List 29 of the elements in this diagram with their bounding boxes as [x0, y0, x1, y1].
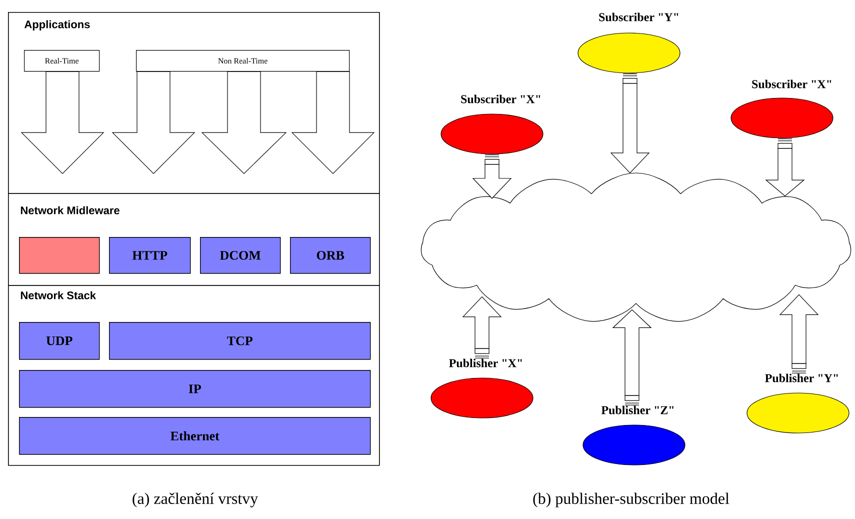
subfigure-caption: (b) publisher-subscriber model [533, 492, 730, 508]
block-arrow [201, 71, 287, 174]
block-arrow [612, 309, 652, 396]
node-label: Publisher "X" [449, 358, 522, 368]
category-box: Real-Time [24, 50, 100, 72]
protocol-box: Ethernet [19, 417, 371, 455]
protocol-box: TCP [109, 322, 371, 360]
block-arrow [112, 71, 196, 174]
network-cloud [420, 172, 852, 322]
block-arrow [472, 164, 512, 199]
subfigure-caption: (a) začlenění vrstvy [132, 492, 258, 508]
block-arrow [20, 71, 104, 174]
node-label: Publisher "Z" [601, 406, 674, 414]
protocol-box: DCOM [200, 237, 281, 274]
node-label: Subscriber "X" [461, 94, 540, 104]
node-label: Publisher "Y" [765, 374, 838, 382]
protocol-box [19, 237, 100, 274]
protocol-box: UDP [19, 322, 100, 360]
protocol-box: ORB [290, 237, 371, 274]
node-label: Subscriber "X" [752, 80, 832, 88]
block-arrow [779, 294, 819, 364]
protocol-box: IP [19, 370, 371, 408]
block-arrow [462, 296, 502, 349]
block-arrow [291, 71, 375, 174]
node-label: Subscriber "Y" [599, 12, 678, 22]
category-box: Non Real-Time [136, 50, 350, 72]
block-arrow [765, 148, 805, 196]
protocol-box: HTTP [109, 237, 191, 274]
block-arrow [610, 83, 650, 174]
